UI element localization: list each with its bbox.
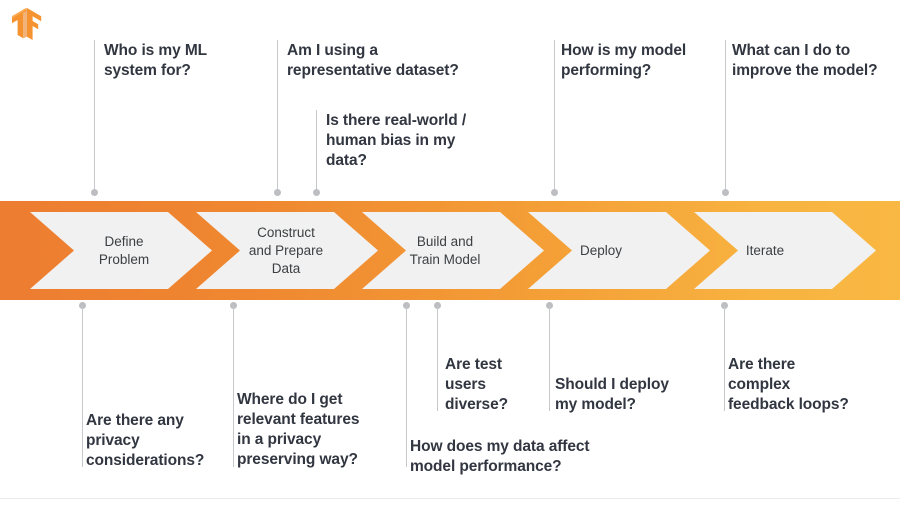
connector-dot-below-2 (230, 302, 237, 309)
chevron-build-train-model (362, 212, 544, 289)
question-how-does-my-data-affect-performance: How does my data affect model performanc… (410, 438, 590, 475)
connector-dot-below-4 (434, 302, 441, 309)
connector-line-below-3 (406, 306, 407, 467)
tensorflow-logo (12, 8, 42, 40)
question-who-is-my-ml-system-for: Who is my ML system for? (104, 42, 207, 79)
connector-dot-below-1 (79, 302, 86, 309)
chevron-construct-prepare-data (196, 212, 378, 289)
question-what-can-i-do-to-improve: What can I do to improve the model? (732, 42, 878, 79)
connector-dot-below-5 (546, 302, 553, 309)
connector-dot-below-6 (721, 302, 728, 309)
question-where-do-i-get-relevant-features: Where do I get relevant features in a pr… (237, 391, 360, 468)
connector-dot-above-1 (91, 189, 98, 196)
connector-line-above-4 (554, 40, 555, 192)
connector-line-below-4 (437, 306, 438, 411)
question-are-there-complex-feedback-loops: Are there complex feedback loops? (728, 356, 849, 413)
connector-line-above-1 (94, 40, 95, 192)
chevron-define-problem (30, 212, 212, 289)
connector-line-below-1 (82, 306, 83, 467)
question-how-is-my-model-performing: How is my model performing? (561, 42, 687, 79)
bottom-divider (0, 498, 900, 499)
question-should-i-deploy-my-model: Should I deploy my model? (555, 376, 669, 413)
connector-dot-above-4 (551, 189, 558, 196)
connector-line-above-3 (316, 110, 317, 192)
chevron-deploy (528, 212, 710, 289)
chevron-iterate (694, 212, 876, 289)
question-am-i-using-representative-dataset: Am I using a representative dataset? (287, 42, 459, 79)
connector-line-below-2 (233, 306, 234, 467)
lifecycle-band: Define Problem Construct and Prepare Dat… (0, 201, 900, 300)
question-are-there-any-privacy-considerations: Are there any privacy considerations? (86, 412, 205, 469)
connector-line-below-5 (549, 306, 550, 411)
connector-dot-below-3 (403, 302, 410, 309)
connector-line-below-6 (724, 306, 725, 411)
connector-dot-above-2 (274, 189, 281, 196)
connector-line-above-2 (277, 40, 278, 192)
connector-dot-above-3 (313, 189, 320, 196)
question-are-test-users-diverse: Are test users diverse? (445, 356, 508, 413)
question-is-there-real-world-human-bias: Is there real-world / human bias in my d… (326, 112, 467, 169)
connector-dot-above-5 (722, 189, 729, 196)
connector-line-above-5 (725, 40, 726, 192)
